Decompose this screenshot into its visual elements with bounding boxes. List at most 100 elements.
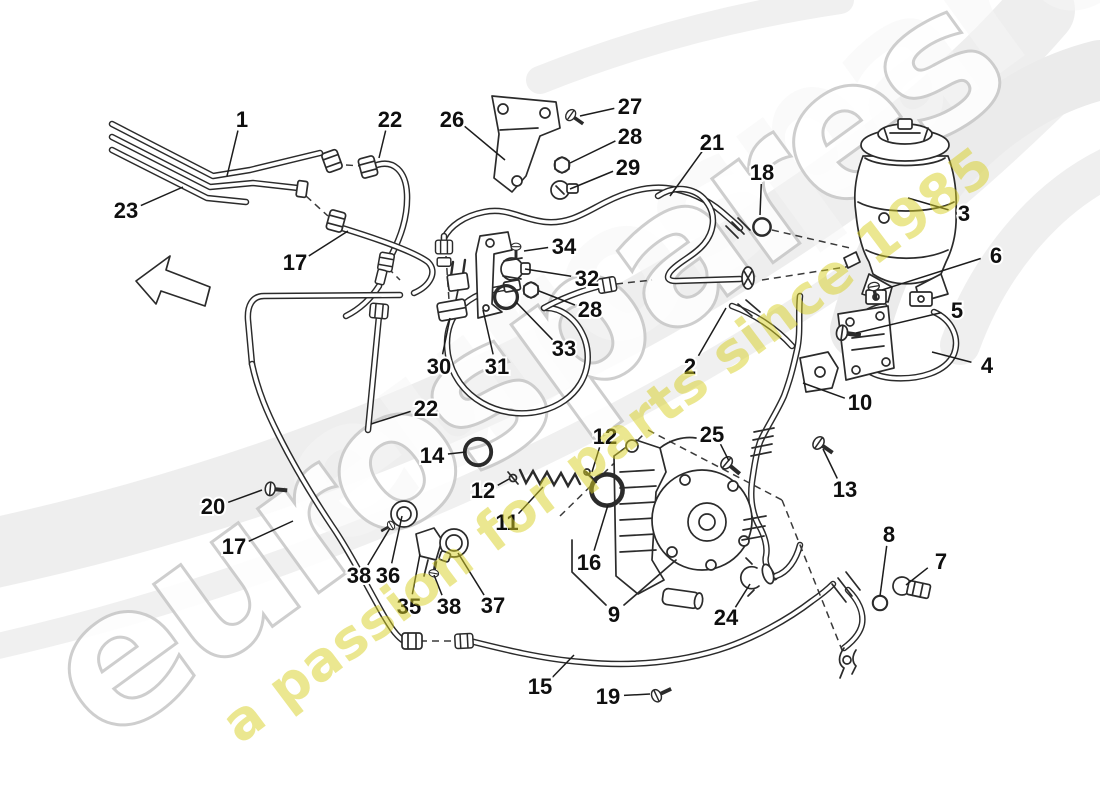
callout-leader-19: [623, 693, 651, 697]
callout-17: 17: [222, 534, 246, 559]
callout-leader-16: [593, 504, 609, 551]
callout-leader-36: [390, 515, 403, 564]
clip-cluster-30-34: [436, 231, 531, 322]
hex-nut-28: [553, 156, 571, 174]
callout-leader-11: [517, 486, 544, 515]
callout-33: 33: [552, 336, 576, 361]
callout-leader-24: [734, 583, 751, 608]
hose-21: [440, 184, 744, 244]
callout-24: 24: [714, 605, 739, 630]
callout-5: 5: [951, 298, 963, 323]
callout-leader-31: [482, 309, 494, 355]
callout-2: 2: [684, 354, 696, 379]
callout-13: 13: [833, 477, 857, 502]
pipe-15: [466, 580, 837, 668]
callout-31: 31: [485, 354, 509, 379]
callout-leader-13: [822, 448, 838, 479]
callout-38: 38: [437, 594, 461, 619]
callout-leader-20: [227, 489, 263, 503]
clamp-cluster-35-38: [390, 500, 469, 577]
callout-25: 25: [700, 422, 724, 447]
steering-pump: [613, 436, 753, 610]
callout-22: 22: [378, 107, 402, 132]
union-nut: [320, 148, 344, 174]
callout-leader-32: [524, 268, 572, 278]
union-nut: [368, 302, 390, 320]
callout-27: 27: [618, 94, 642, 119]
callout-leader-8: [879, 545, 888, 597]
mounting-bracket-26: [491, 95, 579, 200]
hex-nut-28: [522, 281, 540, 299]
callout-leader-17: [248, 520, 294, 542]
rubber-mount-30: [436, 298, 468, 322]
callout-36: 36: [376, 563, 400, 588]
callout-leader-30: [441, 317, 451, 355]
reservoir-bracket-4: [837, 305, 895, 381]
callout-leader-25: [719, 443, 730, 462]
callout-leader-37: [457, 552, 485, 596]
direction-arrow: [135, 255, 211, 307]
callout-28: 28: [578, 297, 602, 322]
union-nut: [356, 154, 380, 180]
callout-6: 6: [990, 243, 1002, 268]
union-nut: [596, 275, 618, 295]
bolt-13: [811, 435, 837, 459]
callout-28: 28: [618, 124, 642, 149]
bolt-19: [647, 681, 676, 706]
callout-leader-21: [669, 151, 703, 197]
callout-leader-5: [855, 311, 942, 334]
fluid-reservoir: [843, 118, 958, 307]
union-nut: [453, 632, 475, 650]
callout-leader-38: [367, 527, 391, 566]
callout-9: 9: [608, 602, 620, 627]
callout-leader-38: [433, 574, 443, 596]
callout-8: 8: [883, 522, 895, 547]
hydraulic-system-drawing: [108, 95, 960, 706]
callout-leader-29: [569, 170, 614, 190]
callout-10: 10: [848, 390, 872, 415]
callout-29: 29: [616, 155, 640, 180]
callout-37: 37: [481, 593, 505, 618]
callout-35: 35: [397, 594, 421, 619]
callout-4: 4: [981, 353, 994, 378]
callout-1: 1: [236, 107, 248, 132]
callout-16: 16: [577, 550, 601, 575]
clamp-32: [500, 257, 531, 281]
callout-leader-12: [497, 478, 510, 486]
callout-34: 34: [552, 234, 577, 259]
callout-leader-23: [140, 186, 184, 207]
callout-38: 38: [347, 563, 371, 588]
pipe-ferrule: [436, 257, 452, 267]
hose-return-fitting: [840, 586, 866, 652]
callout-leader-12: [591, 447, 601, 473]
pipe-bundle-1-23: [108, 120, 324, 206]
callout-12: 12: [471, 478, 495, 503]
callout-14: 14: [420, 443, 445, 468]
callout-20: 20: [201, 494, 225, 519]
callout-leader-28: [569, 140, 616, 164]
callout-leader-7: [905, 567, 929, 586]
callout-leader-1: [226, 130, 239, 177]
pipe-ferrule: [374, 268, 388, 286]
callout-leader-22: [370, 410, 411, 425]
callout-32: 32: [575, 266, 599, 291]
callout-21: 21: [700, 130, 724, 155]
callout-30: 30: [427, 354, 451, 379]
callout-3: 3: [958, 201, 970, 226]
callout-15: 15: [528, 674, 552, 699]
callout-26: 26: [440, 107, 464, 132]
callout-23: 23: [114, 198, 138, 223]
callout-leader-10: [802, 382, 846, 399]
callout-22: 22: [414, 396, 438, 421]
callout-12: 12: [593, 424, 617, 449]
pipe-22-upper: [342, 160, 411, 434]
callout-leader-28: [538, 290, 576, 306]
callout-leader-15: [551, 654, 575, 679]
o-ring-8: [871, 594, 889, 612]
callout-leader-4: [931, 351, 972, 363]
callout-leader-35: [411, 553, 421, 595]
return-fitting-hardware: [831, 571, 932, 679]
callout-19: 19: [596, 684, 620, 709]
callout-leader-14: [447, 451, 467, 455]
